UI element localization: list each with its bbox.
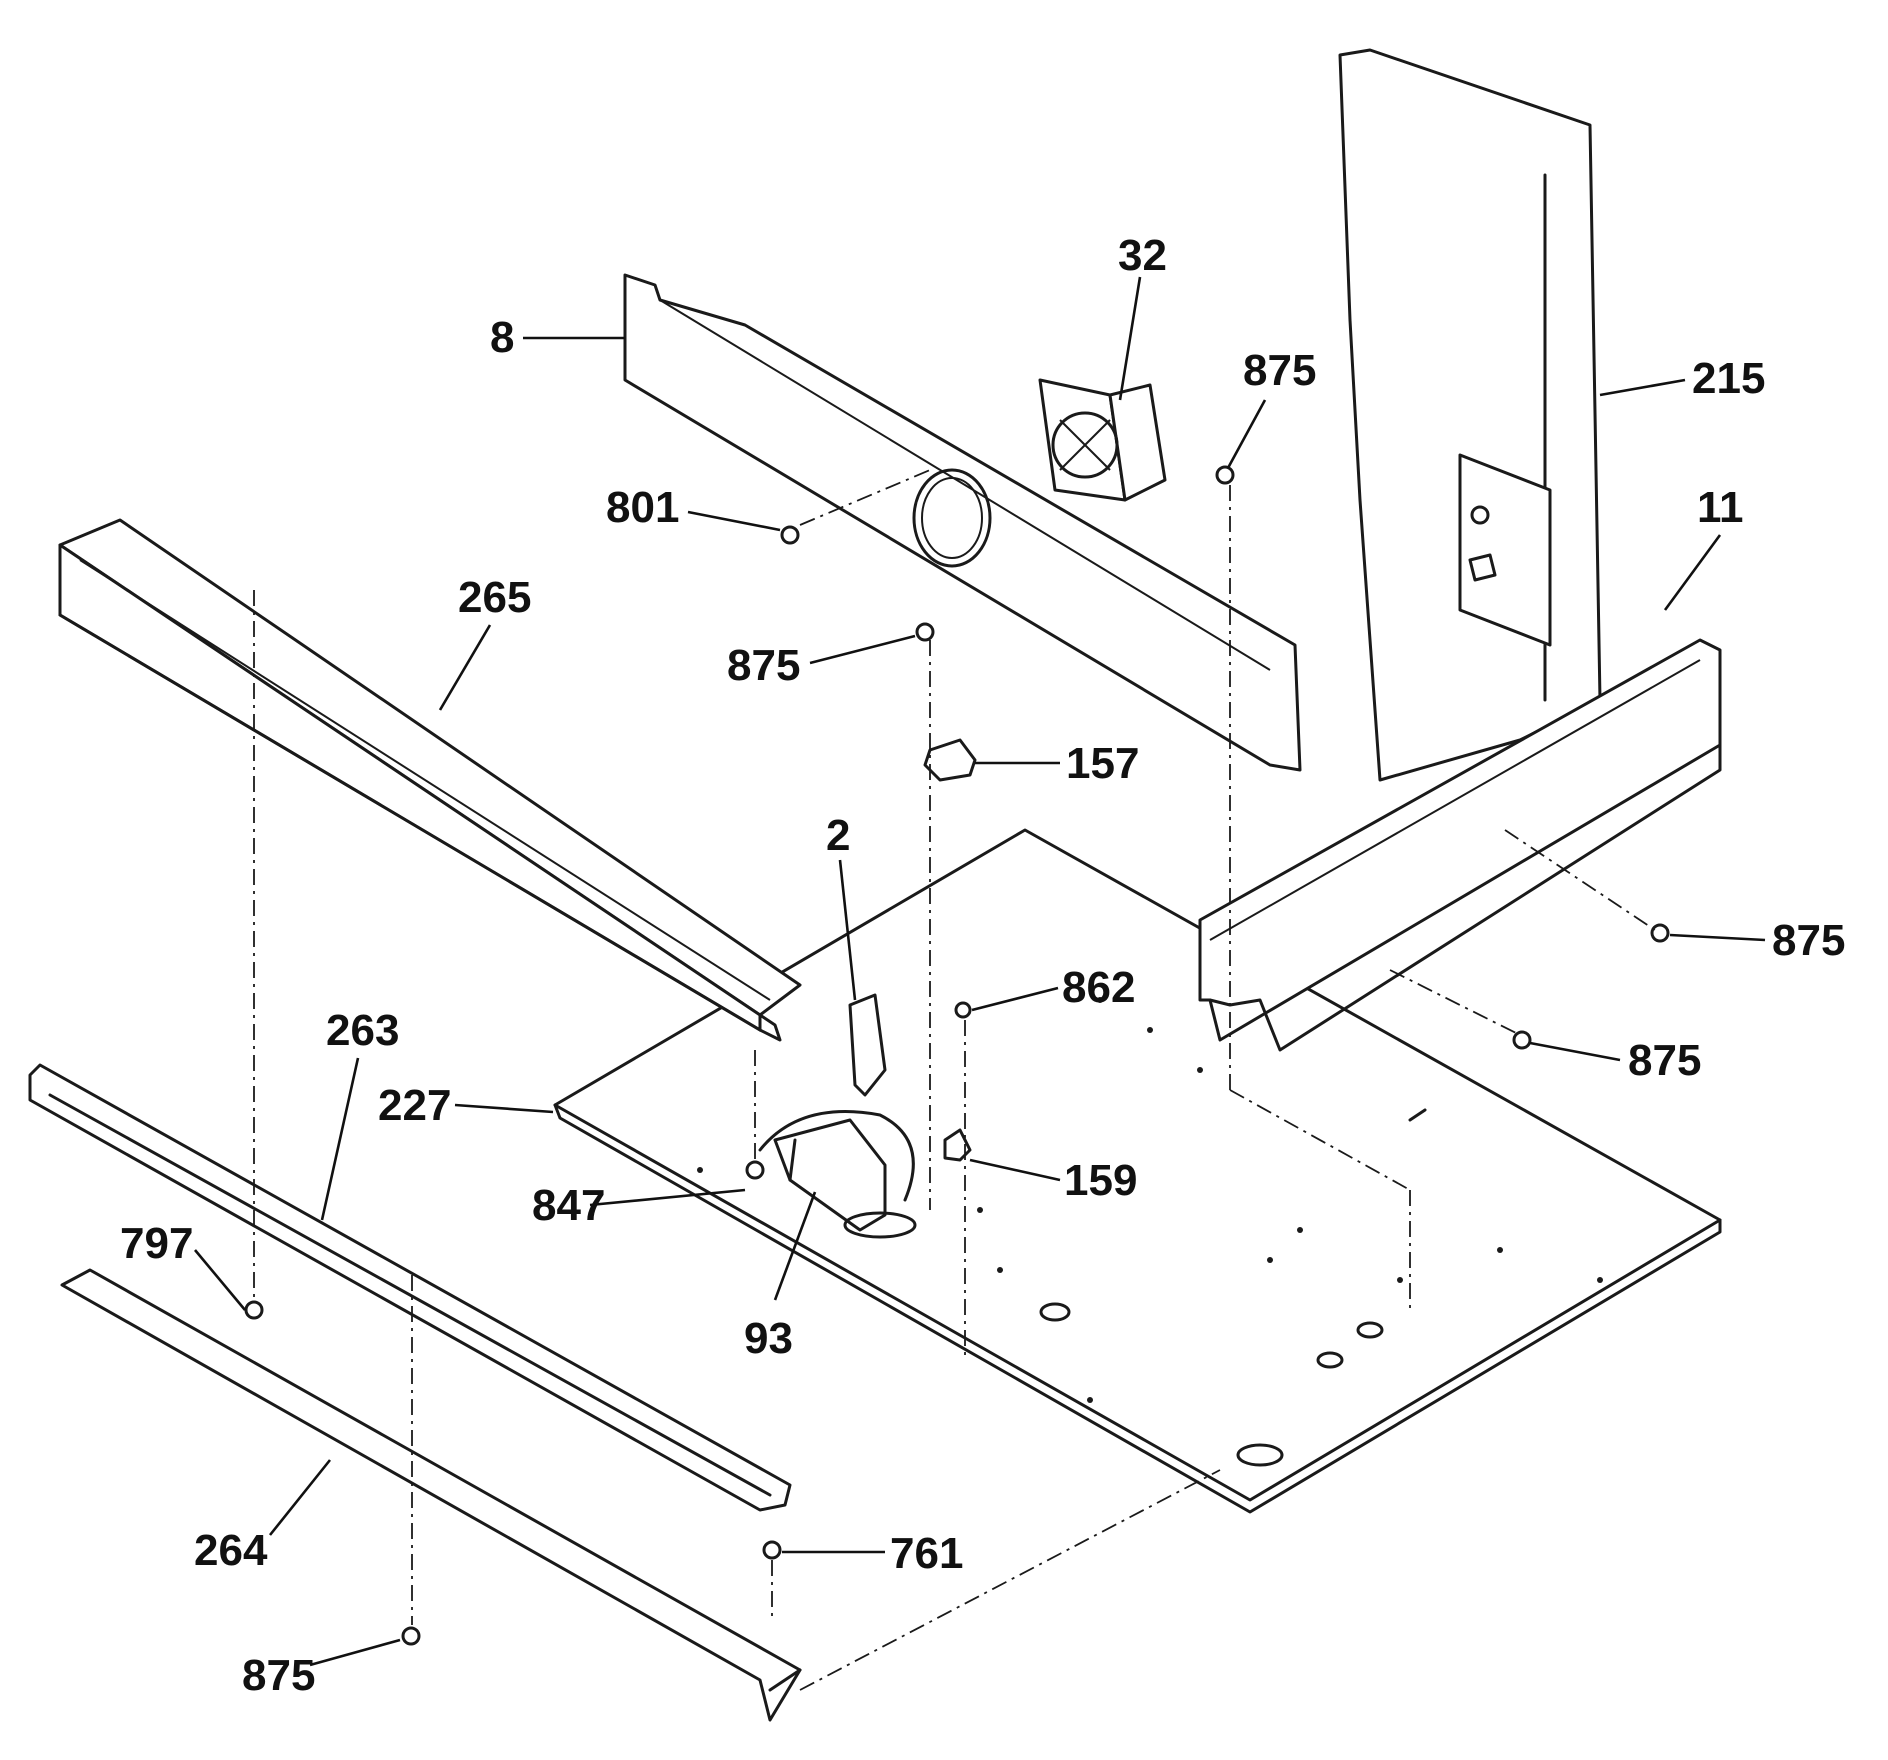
- callout-875: 875: [1243, 346, 1316, 395]
- lower-trim-rail: [28, 1063, 792, 1512]
- cooling-fan: [1038, 378, 1167, 502]
- side-panel: [1338, 48, 1602, 782]
- callout-8: 8: [490, 313, 514, 362]
- callout-875: 875: [1772, 916, 1845, 965]
- component-157: [923, 738, 977, 782]
- callout-32: 32: [1118, 231, 1167, 280]
- callout-875: 875: [727, 641, 800, 690]
- callout-862: 862: [1062, 963, 1135, 1012]
- callout-227: 227: [378, 1081, 451, 1130]
- callout-875: 875: [1628, 1036, 1701, 1085]
- callout-157: 157: [1066, 739, 1139, 788]
- callout-159: 159: [1064, 1156, 1137, 1205]
- callout-11: 11: [1697, 483, 1744, 532]
- callout-2: 2: [826, 811, 850, 860]
- rear-bracket: [623, 273, 1302, 772]
- callout-761: 761: [890, 1529, 963, 1578]
- leader-lines: [194, 276, 1766, 1667]
- callout-801: 801: [606, 483, 679, 532]
- screws: [244, 465, 1670, 1646]
- duct-cover: [758, 1110, 917, 1239]
- component-2: [848, 993, 887, 1097]
- callout-265: 265: [458, 573, 531, 622]
- callout-labels: 32 8 875 215 801 11 265 875 157 2 875 86…: [120, 231, 1845, 1700]
- callout-875: 875: [242, 1651, 315, 1700]
- bottom-trim-strip: [60, 1268, 802, 1722]
- callout-847: 847: [532, 1181, 605, 1230]
- callout-215: 215: [1692, 354, 1765, 403]
- callout-797: 797: [120, 1219, 193, 1268]
- upper-front-channel: [58, 518, 802, 1042]
- base-plate: [553, 828, 1722, 1514]
- callout-264: 264: [194, 1526, 268, 1575]
- callout-93: 93: [744, 1314, 793, 1363]
- callout-263: 263: [326, 1006, 399, 1055]
- rear-channel: [1198, 638, 1722, 1052]
- assembly-lines: [253, 469, 1656, 1691]
